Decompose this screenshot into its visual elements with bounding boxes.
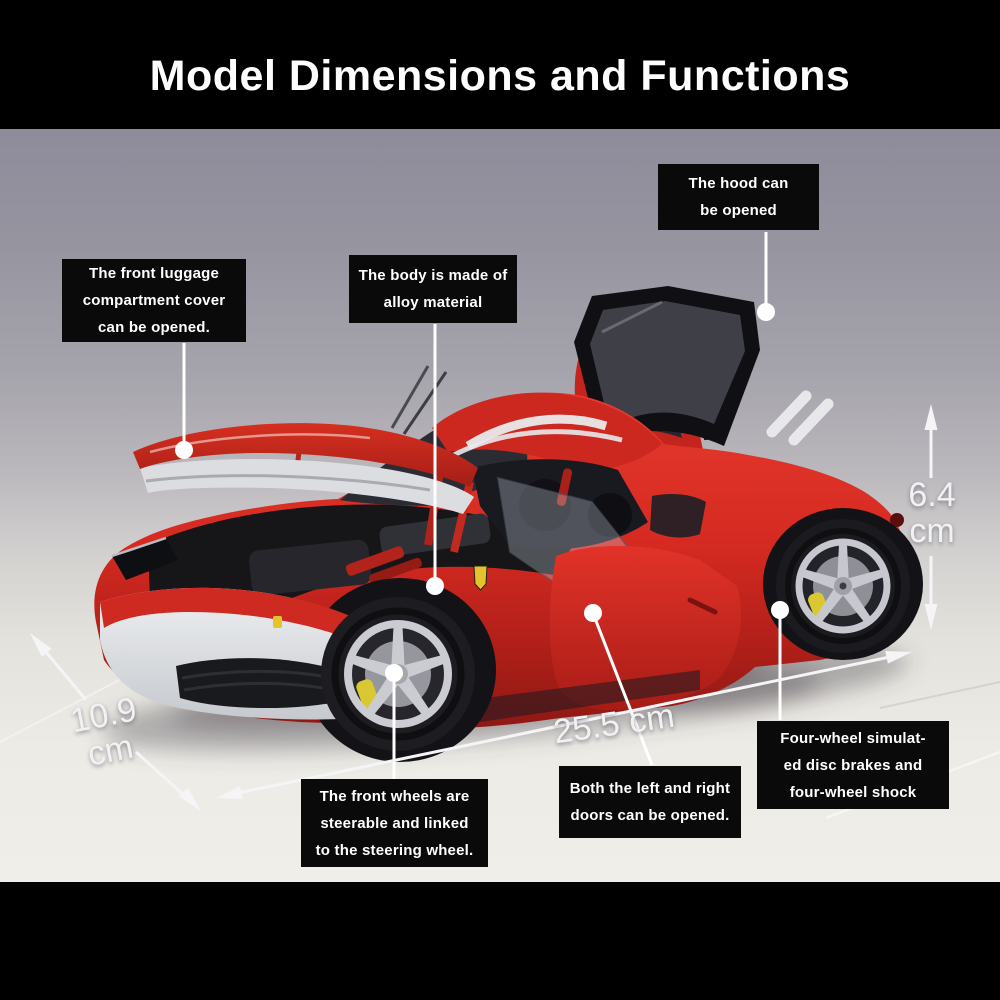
dimension-height-unit: cm — [909, 512, 955, 550]
callout-text: The body is made of — [358, 267, 508, 284]
callout-text: Four-wheel simulat- — [780, 729, 926, 747]
callout-text: compartment cover — [82, 292, 226, 309]
roof-stripe — [465, 414, 608, 450]
callout-text: can be opened. — [98, 319, 210, 336]
callout-text: The front luggage — [88, 265, 220, 282]
dimension-height-value: 6.4 — [908, 476, 956, 514]
callout-body-alloy: The body is made of alloy material — [349, 255, 517, 323]
page-title: Model Dimensions and Functions — [149, 52, 851, 100]
callout-text: steerable and linked — [320, 814, 469, 832]
callout-dots — [175, 303, 789, 682]
nose-badge — [273, 616, 282, 628]
headlight — [112, 538, 178, 580]
callout-front-wheels: The front wheels are steerable and linke… — [301, 779, 488, 867]
callout-text: doors can be opened. — [570, 807, 730, 824]
engine-hatch-open — [574, 286, 760, 446]
header-bar: Model Dimensions and Functions — [0, 0, 1000, 129]
footer-bar — [0, 882, 1000, 1000]
roof-stripe — [450, 429, 623, 459]
callout-leader-lines — [182, 232, 782, 779]
callout-doors: Both the left and right doors can be ope… — [559, 766, 741, 838]
fender-badge — [473, 565, 488, 591]
rocker-shadow — [470, 670, 700, 722]
taillight — [890, 513, 904, 527]
callout-text: alloy material — [383, 294, 483, 311]
dimension-length-unit: cm — [626, 696, 677, 741]
callout-text: The hood can — [688, 175, 789, 192]
callout-brakes-shock: Four-wheel simulat- ed disc brakes and f… — [757, 721, 949, 809]
callout-text: Both the left and right — [569, 780, 731, 797]
dimension-length-value: 25.5 — [551, 704, 623, 752]
callout-text: ed disc brakes and — [783, 756, 923, 774]
callout-text: four-wheel shock — [789, 783, 917, 801]
near-door-open — [549, 545, 742, 710]
dimension-height-label: 6.4 cm — [902, 477, 962, 549]
callout-text: The front wheels are — [319, 787, 470, 805]
callout-hood: The hood can be opened — [658, 164, 819, 230]
callout-text: be opened — [700, 202, 777, 219]
callout-text: to the steering wheel. — [315, 841, 474, 859]
rear-wheel — [776, 519, 910, 653]
roof — [432, 392, 662, 471]
callout-front-luggage: The front luggage compartment cover can … — [62, 259, 246, 342]
